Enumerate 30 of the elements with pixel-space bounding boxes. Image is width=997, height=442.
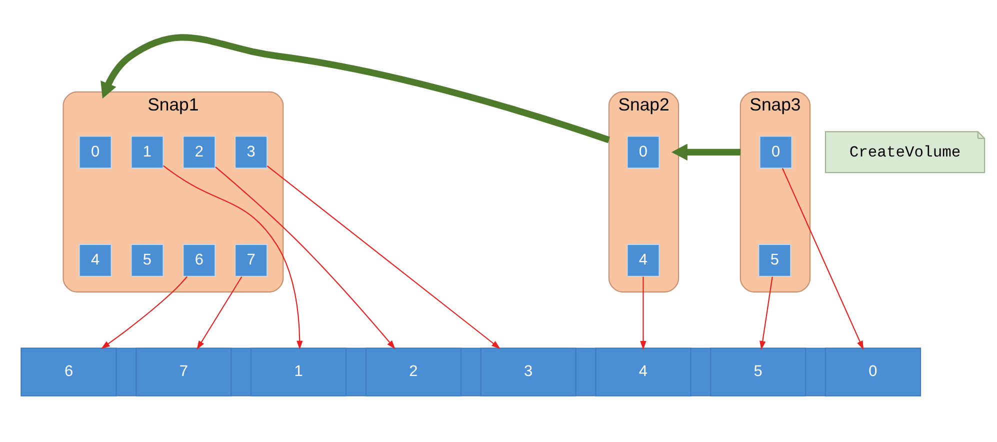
- node-box: 2: [182, 136, 216, 169]
- arrow: [101, 276, 188, 349]
- node-box: 0: [78, 136, 112, 169]
- node-box: 4: [626, 244, 660, 277]
- node-box: 0: [824, 348, 922, 396]
- arrow: [215, 166, 396, 350]
- node-box: 7: [136, 348, 232, 396]
- node-box: 0: [626, 136, 660, 169]
- node-box: 5: [758, 244, 792, 277]
- node-box: 2: [365, 348, 462, 396]
- arrow: [671, 144, 740, 161]
- arrow: [640, 276, 646, 350]
- node-box: 1: [130, 136, 164, 169]
- node-box: 3: [234, 136, 268, 169]
- node-box: 7: [234, 244, 268, 277]
- node-box: 5: [130, 244, 164, 277]
- node-box: 6: [182, 244, 216, 277]
- node-box: 0: [759, 136, 792, 169]
- node-box: 3: [480, 348, 576, 396]
- node-box: 4: [78, 244, 112, 277]
- node-box: 6: [20, 348, 117, 396]
- node-box: 5: [710, 348, 806, 396]
- arrow: [100, 34, 610, 144]
- arrow: [760, 276, 773, 350]
- node-box: 4: [595, 348, 692, 396]
- arrow: [196, 276, 242, 350]
- arrow: [266, 165, 500, 349]
- arrow: [162, 165, 303, 350]
- arrow: [782, 168, 864, 350]
- node-box: 1: [250, 348, 347, 396]
